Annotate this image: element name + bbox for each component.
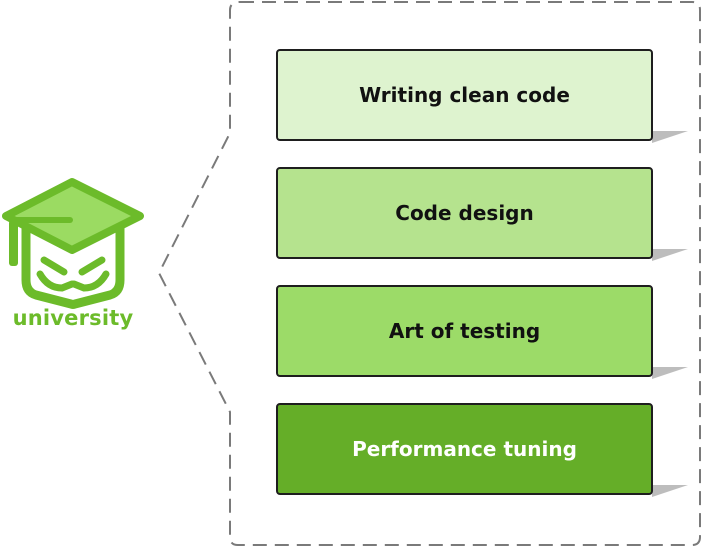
card-shadow [652, 367, 688, 379]
card-performance-tuning: Performance tuning [276, 403, 653, 495]
card-label: Code design [395, 201, 534, 225]
card-label: Writing clean code [359, 83, 570, 107]
logo-wordmark: university [12, 306, 134, 330]
card-writing-clean-code: Writing clean code [276, 49, 653, 141]
card-label: Art of testing [388, 319, 541, 343]
card-shadow [652, 249, 688, 261]
card-shadow [652, 131, 688, 143]
card-code-design: Code design [276, 167, 653, 259]
card-shadow [652, 485, 688, 497]
graduation-cap-icon [2, 178, 144, 309]
card-art-of-testing: Art of testing [276, 285, 653, 377]
card-label: Performance tuning [352, 437, 577, 461]
